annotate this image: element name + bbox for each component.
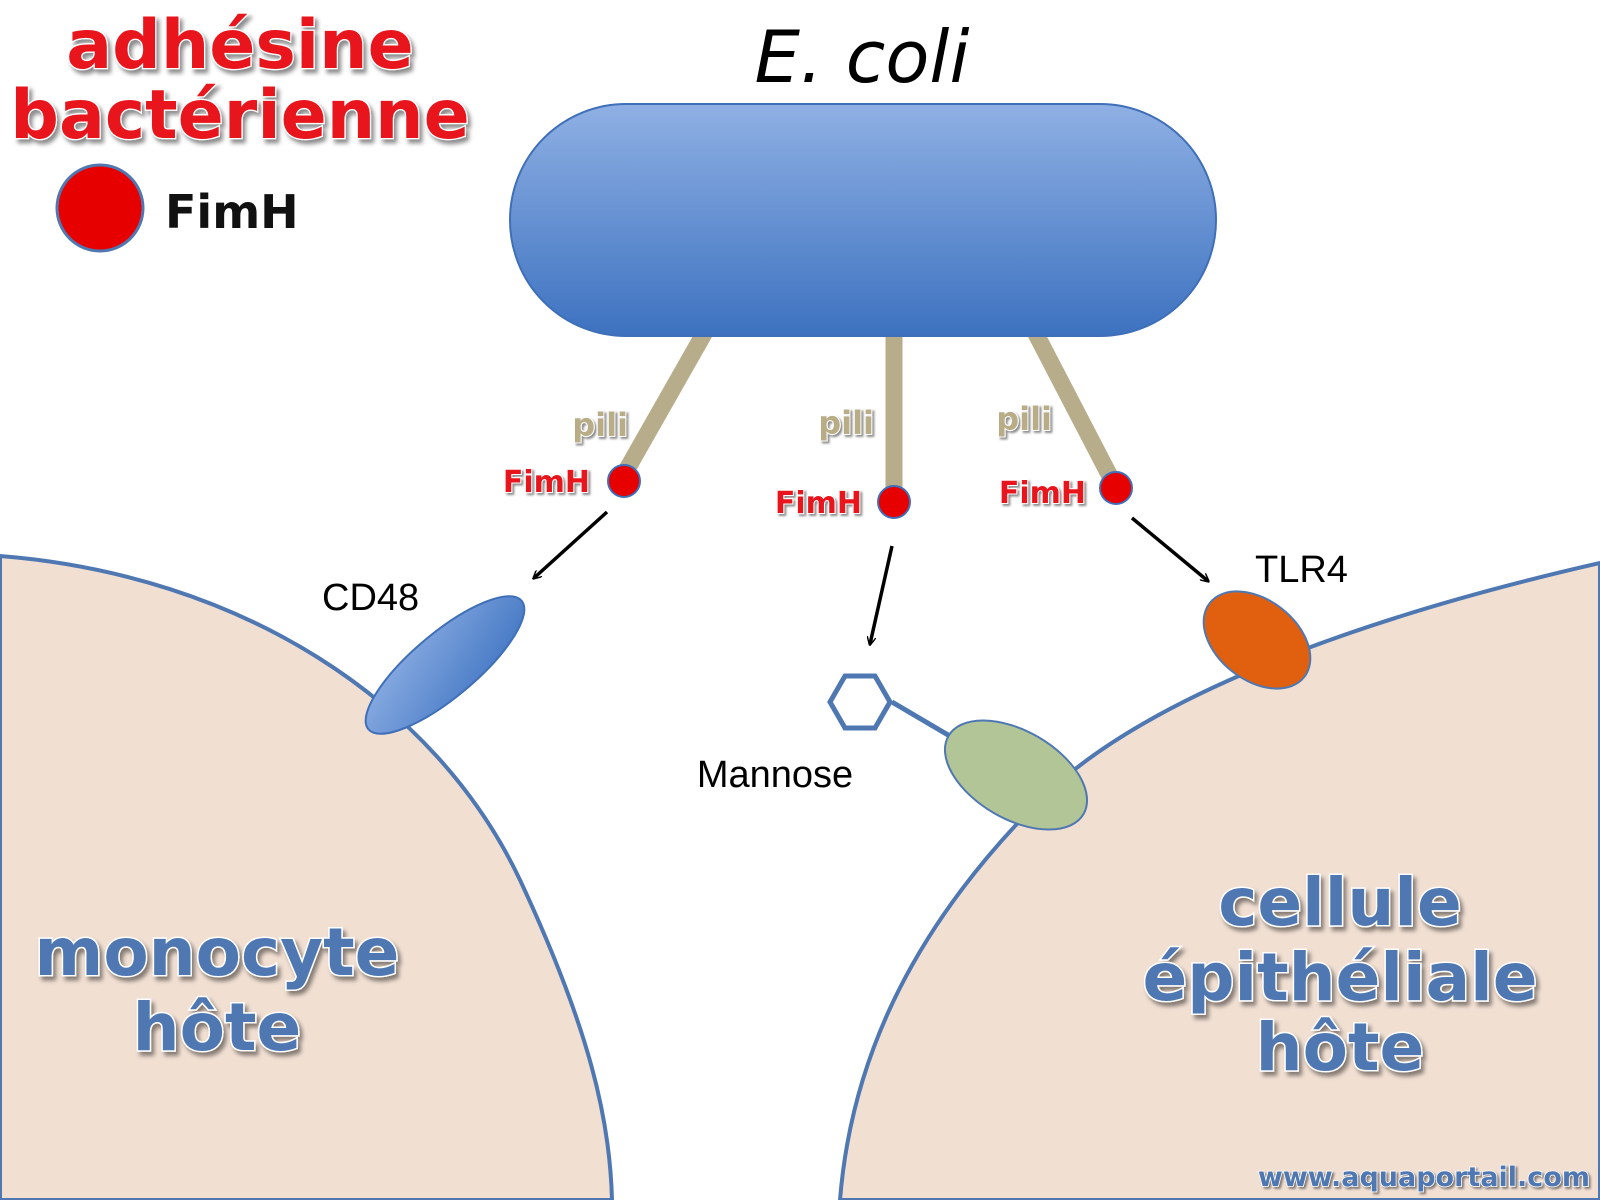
fimh-tip-middle xyxy=(877,485,911,519)
arrow-to-cd48 xyxy=(534,510,609,578)
ecoli-bacterium xyxy=(509,103,1217,337)
monocyte-cell xyxy=(0,553,615,1200)
pilus-left xyxy=(614,327,713,483)
arrow-to-tlr4 xyxy=(1130,516,1208,581)
mannose-label: Mannose xyxy=(697,754,853,796)
fimh-label-right: FimH xyxy=(999,476,1086,511)
cd48-label: CD48 xyxy=(322,577,419,619)
epithelial-label-line2: épithéliale xyxy=(1142,939,1537,1016)
ecoli-label: E. coli xyxy=(755,15,970,99)
monocyte-label-line2: hôte xyxy=(133,989,302,1066)
legend-fimh-marker-icon xyxy=(55,163,145,253)
cd48-receptor xyxy=(364,595,526,735)
arrow-to-mannose xyxy=(870,545,894,644)
tlr4-label: TLR4 xyxy=(1255,549,1348,591)
monocyte-label-line1: monocyte xyxy=(35,914,400,991)
pili-label-right: pili xyxy=(996,400,1052,438)
legend-fimh-label: FimH xyxy=(165,185,299,239)
tlr4-receptor xyxy=(1202,590,1312,690)
epithelial-label-line1: cellule xyxy=(1218,864,1462,941)
fimh-label-left: FimH xyxy=(503,465,590,500)
pili-label-middle: pili xyxy=(818,404,874,442)
epithelial-label-line3: hôte xyxy=(1256,1009,1425,1086)
fimh-label-middle: FimH xyxy=(775,486,862,521)
pili-label-left: pili xyxy=(572,406,628,444)
mannose-receptor xyxy=(943,719,1089,831)
fimh-tip-right xyxy=(1099,471,1133,505)
mannose-icon xyxy=(827,673,893,731)
pilus-right xyxy=(1027,328,1122,488)
website-url: www.aquaportail.com xyxy=(1258,1162,1590,1193)
title-line1: adhésine xyxy=(66,6,413,85)
title-line2: bactérienne xyxy=(10,76,469,155)
fimh-tip-left xyxy=(607,464,641,498)
